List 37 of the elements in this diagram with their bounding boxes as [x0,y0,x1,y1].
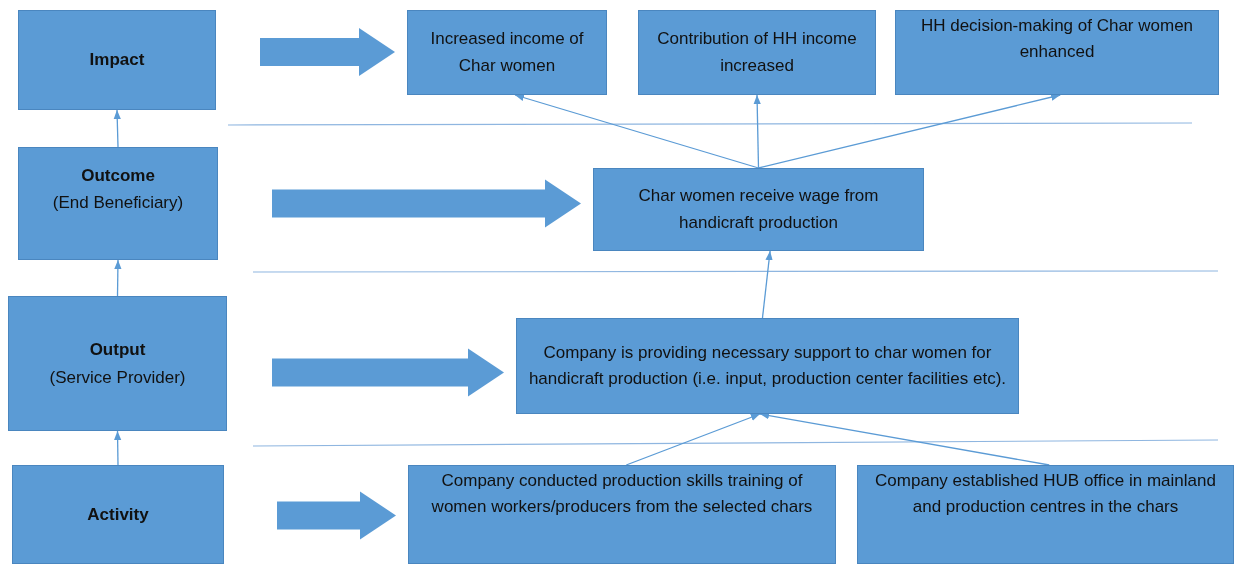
arrow [625,413,761,466]
result-box [593,168,924,251]
arrow [114,259,122,297]
block-arrow [260,28,395,76]
level-title: Outcome [81,165,155,187]
node-text: (Service Provider) [49,366,186,389]
result-box [638,10,876,95]
node-text: Company is providing necessary support to char women for handicraft production (i.e. input, production center facilities etc). [527,341,1008,390]
arrow [753,94,761,169]
block-arrow [272,179,581,228]
node-text: Company established HUB office in mainland and production centres in the chars [874,470,1217,519]
block-arrow [272,348,504,397]
level-box [18,10,216,110]
arrow [113,109,121,148]
block-arrow [277,491,396,540]
arrow [759,412,1050,466]
result-box [857,465,1234,564]
arrow [514,94,760,169]
arrow [114,430,122,466]
level-box [8,296,227,431]
node-text: Contribution of HH income increased [656,28,858,77]
level-title: Output [89,339,146,362]
result-box [407,10,607,95]
level-title: Impact [89,49,145,72]
arrow [757,93,1061,169]
result-box [895,10,1219,95]
arrow [761,250,773,319]
node-text: Increased income of Char women [429,28,585,77]
result-box [516,318,1019,414]
level-title: Activity [87,503,149,526]
node-text: Company conducted production skills training of women workers/producers from the selected chars [430,470,814,519]
level-box [12,465,224,564]
level-box [18,147,218,260]
node-text: Char women receive wage from handicraft production [637,185,880,234]
result-box [408,465,836,564]
node-text: HH decision-making of Char women enhanced [919,15,1195,64]
node-text: (End Beneficiary) [52,192,184,215]
